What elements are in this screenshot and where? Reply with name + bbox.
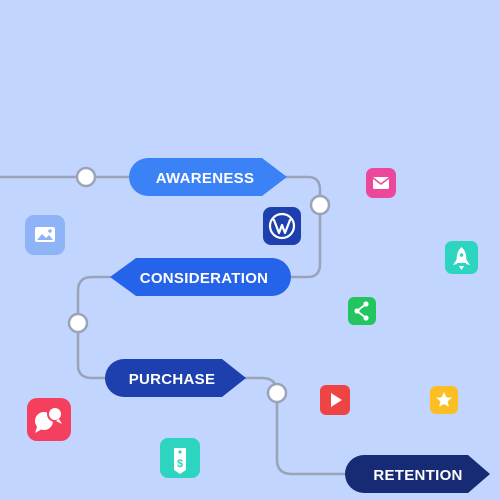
stage-consideration: CONSIDERATION (110, 258, 291, 296)
wordpress-icon (263, 207, 301, 245)
star-icon (430, 386, 458, 414)
stage-retention: RETENTION (345, 455, 490, 493)
connector-node (67, 312, 89, 334)
image-icon (25, 215, 65, 255)
rocket-icon (445, 241, 478, 274)
stage-label: PURCHASE (129, 371, 216, 388)
connector-node (309, 194, 331, 216)
price-tag-icon: $ (160, 438, 200, 478)
chat-icon (27, 398, 71, 441)
connector-node (266, 382, 288, 404)
stage-label: CONSIDERATION (140, 270, 269, 287)
connector-node (75, 166, 97, 188)
stage-awareness: AWARENESS (129, 158, 287, 196)
svg-text:$: $ (177, 458, 183, 470)
stage-purchase: PURCHASE (105, 359, 246, 397)
stage-label: RETENTION (373, 467, 462, 484)
share-icon (348, 297, 376, 325)
journey-connector (0, 175, 347, 476)
mail-icon (366, 168, 396, 198)
stage-label: AWARENESS (156, 170, 255, 187)
play-icon (320, 385, 350, 415)
